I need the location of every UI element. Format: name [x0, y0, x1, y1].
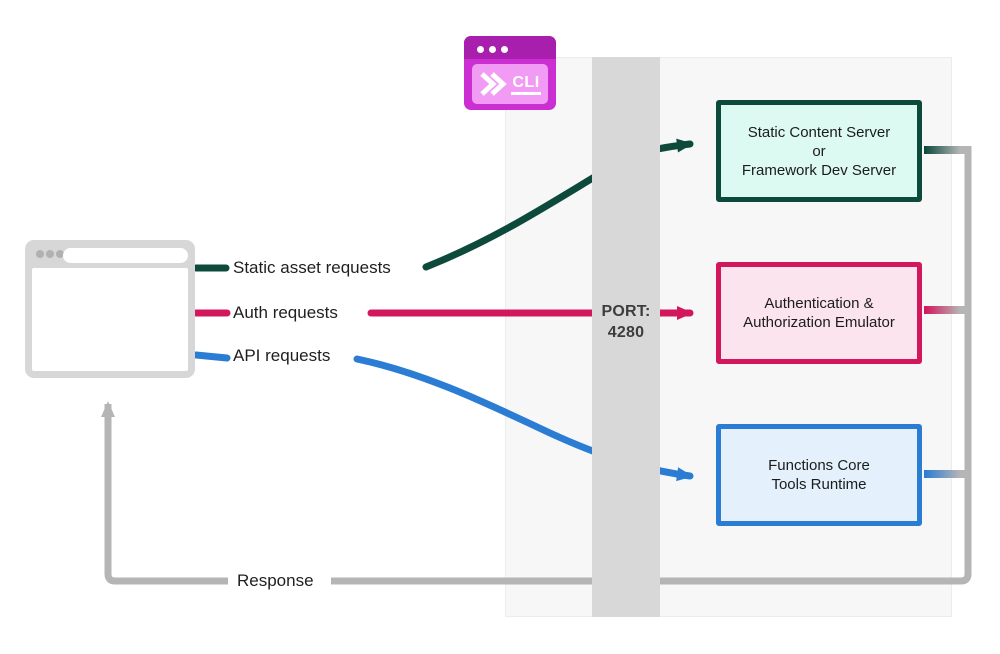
port-label-line1: PORT: [601, 303, 651, 320]
browser-address-bar [63, 248, 188, 263]
auth-requests-label: Auth requests [233, 303, 338, 322]
window-dot-icon [36, 250, 44, 258]
response-wire-left [101, 401, 228, 585]
cli-window-icon: CLI [464, 36, 556, 110]
cli-window-titlebar [464, 36, 556, 59]
browser-window-icon [25, 240, 195, 378]
box-text-line: Tools Runtime [771, 476, 867, 493]
browser-viewport [32, 268, 188, 371]
box-text-line: Framework Dev Server [741, 161, 897, 179]
port-bar: PORT: 4280 [592, 57, 660, 617]
port-label: PORT: 4280 [592, 301, 660, 343]
box-text-line: Functions Core [768, 457, 870, 474]
static-requests-label: Static asset requests [233, 258, 391, 277]
box-text-line: Authentication & [764, 295, 874, 312]
window-dot-icon [501, 46, 508, 53]
double-chevron-icon [480, 72, 508, 96]
window-dot-icon [56, 250, 64, 258]
box-text-line: Authorization Emulator [743, 314, 895, 331]
window-dot-icon [46, 250, 54, 258]
port-label-line2: 4280 [607, 324, 645, 341]
response-wire-right [331, 146, 972, 585]
functions-runtime-box: Functions Core Tools Runtime [716, 424, 922, 526]
cli-window-dots-icon [477, 46, 508, 53]
static-content-server-box: Static Content Server or Framework Dev S… [716, 100, 922, 202]
response-label: Response [237, 571, 314, 590]
box-text-line: or [812, 142, 826, 160]
cli-label: CLI [511, 74, 541, 95]
api-requests-label: API requests [233, 346, 331, 365]
box-text-line: Static Content Server [747, 123, 891, 141]
auth-emulator-box: Authentication & Authorization Emulator [716, 262, 922, 364]
api-request-wire-stub [192, 351, 231, 362]
window-dot-icon [489, 46, 496, 53]
cli-screen: CLI [472, 64, 548, 104]
browser-window-dots-icon [36, 250, 64, 258]
window-dot-icon [477, 46, 484, 53]
